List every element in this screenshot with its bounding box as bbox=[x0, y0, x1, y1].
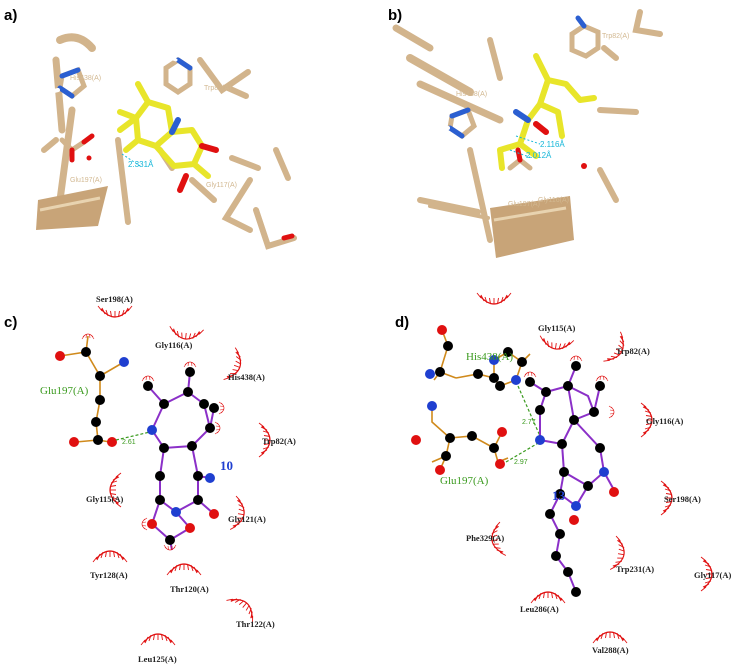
panel-b-faint-label-3: Glu197(A) bbox=[508, 201, 540, 208]
panel-d-hbond-line-1 bbox=[517, 385, 541, 437]
panel-c-contact-thr120 bbox=[166, 563, 202, 576]
panel-a-faint-label-4: Glu197(A) bbox=[70, 177, 102, 184]
panel-a: a) bbox=[4, 7, 297, 250]
panel-c-hbond-residue: Glu197(A) bbox=[40, 385, 89, 397]
panel-c-contact-tyr128 bbox=[92, 550, 128, 563]
panel-c-residue-gly121: Gly121(A) bbox=[228, 514, 266, 524]
panel-b-faint-label-4: Gly116(A) bbox=[538, 197, 569, 204]
panel-c-residue-tyr128: Tyr128(A) bbox=[90, 570, 128, 580]
panel-d-contact-gly115 bbox=[538, 335, 575, 352]
panel-b-hbond-1 bbox=[515, 135, 541, 145]
panel-b-water bbox=[581, 163, 587, 169]
panel-c-letter: c) bbox=[4, 314, 17, 331]
panel-c-ligand-id: 10 bbox=[220, 458, 233, 473]
panel-a-water bbox=[86, 155, 92, 161]
panel-c-contact-gly116 bbox=[168, 325, 205, 342]
panel-d-residue-phe329: Phe329(A) bbox=[466, 533, 504, 543]
panel-d-residue-gly117: Gly117(A) bbox=[694, 570, 731, 580]
panel-d-residue-ser198: Ser198(A) bbox=[664, 494, 701, 504]
panel-b-faint-label-1: His438(A) bbox=[456, 91, 487, 98]
panel-c-residue-thr122: Thr122(A) bbox=[236, 619, 275, 629]
panel-d-his438-atoms bbox=[425, 325, 527, 391]
panel-c: c) Glu197 bbox=[4, 294, 296, 664]
panel-b-indole bbox=[564, 14, 601, 59]
panel-c-residue-ser198: Ser198(A) bbox=[96, 294, 133, 304]
panel-d-contact-val288 bbox=[592, 631, 628, 644]
panel-a-distance: 2.331Å bbox=[128, 160, 154, 169]
panel-c-residue-gly116: Gly116(A) bbox=[155, 340, 192, 350]
panel-d: d) His4 bbox=[395, 292, 731, 655]
panel-a-faint-label-1: His438(A) bbox=[70, 75, 101, 82]
panel-d-residue-trp82: Trp82(A) bbox=[616, 346, 650, 356]
panel-c-residue-trp82: Trp82(A) bbox=[262, 436, 296, 446]
panel-d-ligand-id: 13 bbox=[552, 488, 566, 503]
panel-c-contact-thr122 bbox=[225, 591, 261, 623]
panel-b-distance-2: 2.012Å bbox=[526, 151, 552, 160]
panel-c-contact-leu125 bbox=[140, 633, 176, 646]
panel-d-residue-gly116: Gly116(A) bbox=[646, 416, 683, 426]
panel-c-ligand-bonds bbox=[147, 371, 215, 551]
panel-d-ligand-bonds bbox=[529, 365, 615, 593]
panel-d-hbond-distance-2: 2.97 bbox=[514, 459, 528, 466]
panel-b-faint-label-2: Trp82(A) bbox=[602, 33, 629, 40]
panel-d-residue-val288: Val288(A) bbox=[592, 645, 629, 655]
panel-d-ligand-atoms bbox=[523, 355, 619, 597]
panel-c-residue-his438: His438(A) bbox=[228, 372, 265, 382]
panel-a-helix bbox=[36, 186, 108, 230]
panel-c-hbond-distance: 2.61 bbox=[122, 439, 136, 446]
panel-c-hbond-line bbox=[115, 431, 151, 441]
panel-c-ligand-atoms bbox=[141, 361, 225, 551]
panel-a-hydroxyl bbox=[281, 233, 295, 241]
panel-d-residue-gly115: Gly115(A) bbox=[538, 323, 575, 333]
panel-b-imidazole bbox=[438, 106, 477, 140]
panel-d-residue-leu286: Leu286(A) bbox=[520, 604, 559, 614]
panel-b-protein-sticks bbox=[392, 9, 663, 243]
panel-d-hbond-line-2 bbox=[505, 441, 541, 463]
panel-a-imidazole bbox=[48, 66, 87, 100]
panel-d-hbond-residue-1: His438(A) bbox=[466, 351, 513, 363]
panel-a-ligand bbox=[117, 81, 219, 193]
panel-c-glu197-atoms bbox=[55, 333, 129, 447]
panel-b-letter: b) bbox=[388, 7, 402, 24]
panel-c-contact-ser198 bbox=[97, 305, 133, 318]
panel-d-hbond-residue-2: Glu197(A) bbox=[440, 475, 489, 487]
panel-a-faint-label-2: Trp82(A) bbox=[204, 85, 231, 92]
panel-c-residue-leu125: Leu125(A) bbox=[138, 654, 177, 664]
panel-a-faint-label-3: Gly117(A) bbox=[206, 182, 237, 189]
panel-c-residue-gly115: Gly115(A) bbox=[86, 494, 123, 504]
panel-d-glu197-atoms bbox=[411, 401, 507, 475]
panel-d-letter: d) bbox=[395, 314, 409, 331]
panel-d-contact-leu286 bbox=[530, 591, 566, 604]
panel-b-distance-1: 2.116Å bbox=[540, 140, 565, 149]
panel-d-contact-top bbox=[476, 292, 512, 305]
panel-b-carboxylate bbox=[507, 147, 533, 171]
panel-b: b) bbox=[388, 7, 663, 258]
panel-a-carboxylate bbox=[59, 133, 95, 163]
panel-d-residue-trp231: Trp231(A) bbox=[616, 564, 654, 574]
panel-c-residue-thr120: Thr120(A) bbox=[170, 584, 209, 594]
panel-a-letter: a) bbox=[4, 7, 17, 24]
panel-d-hbond-distance-1: 2.77 bbox=[522, 419, 536, 426]
panel-a-indole bbox=[163, 56, 193, 96]
panel-b-helix bbox=[490, 196, 574, 258]
panel-b-ligand bbox=[497, 53, 597, 171]
